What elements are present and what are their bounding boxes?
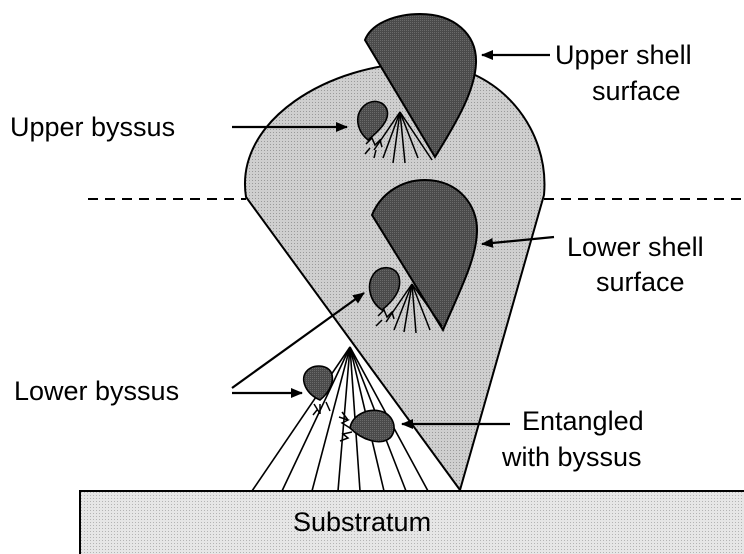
label-upper-byssus: Upper byssus (10, 112, 175, 142)
entangled-mussel (339, 410, 394, 441)
label-lower-byssus: Lower byssus (14, 376, 179, 406)
label-lower-shell-line2: surface (596, 267, 685, 297)
label-upper-shell-line1: Upper shell (555, 40, 692, 70)
label-lower-shell-line1: Lower shell (567, 232, 704, 262)
arrow-lower-byssus-to-shell (232, 293, 364, 388)
label-entangled-line2: with byssus (501, 442, 642, 472)
label-entangled-line1: Entangled (522, 406, 644, 436)
label-substratum: Substratum (293, 507, 431, 537)
label-upper-shell-line2: surface (592, 76, 681, 106)
